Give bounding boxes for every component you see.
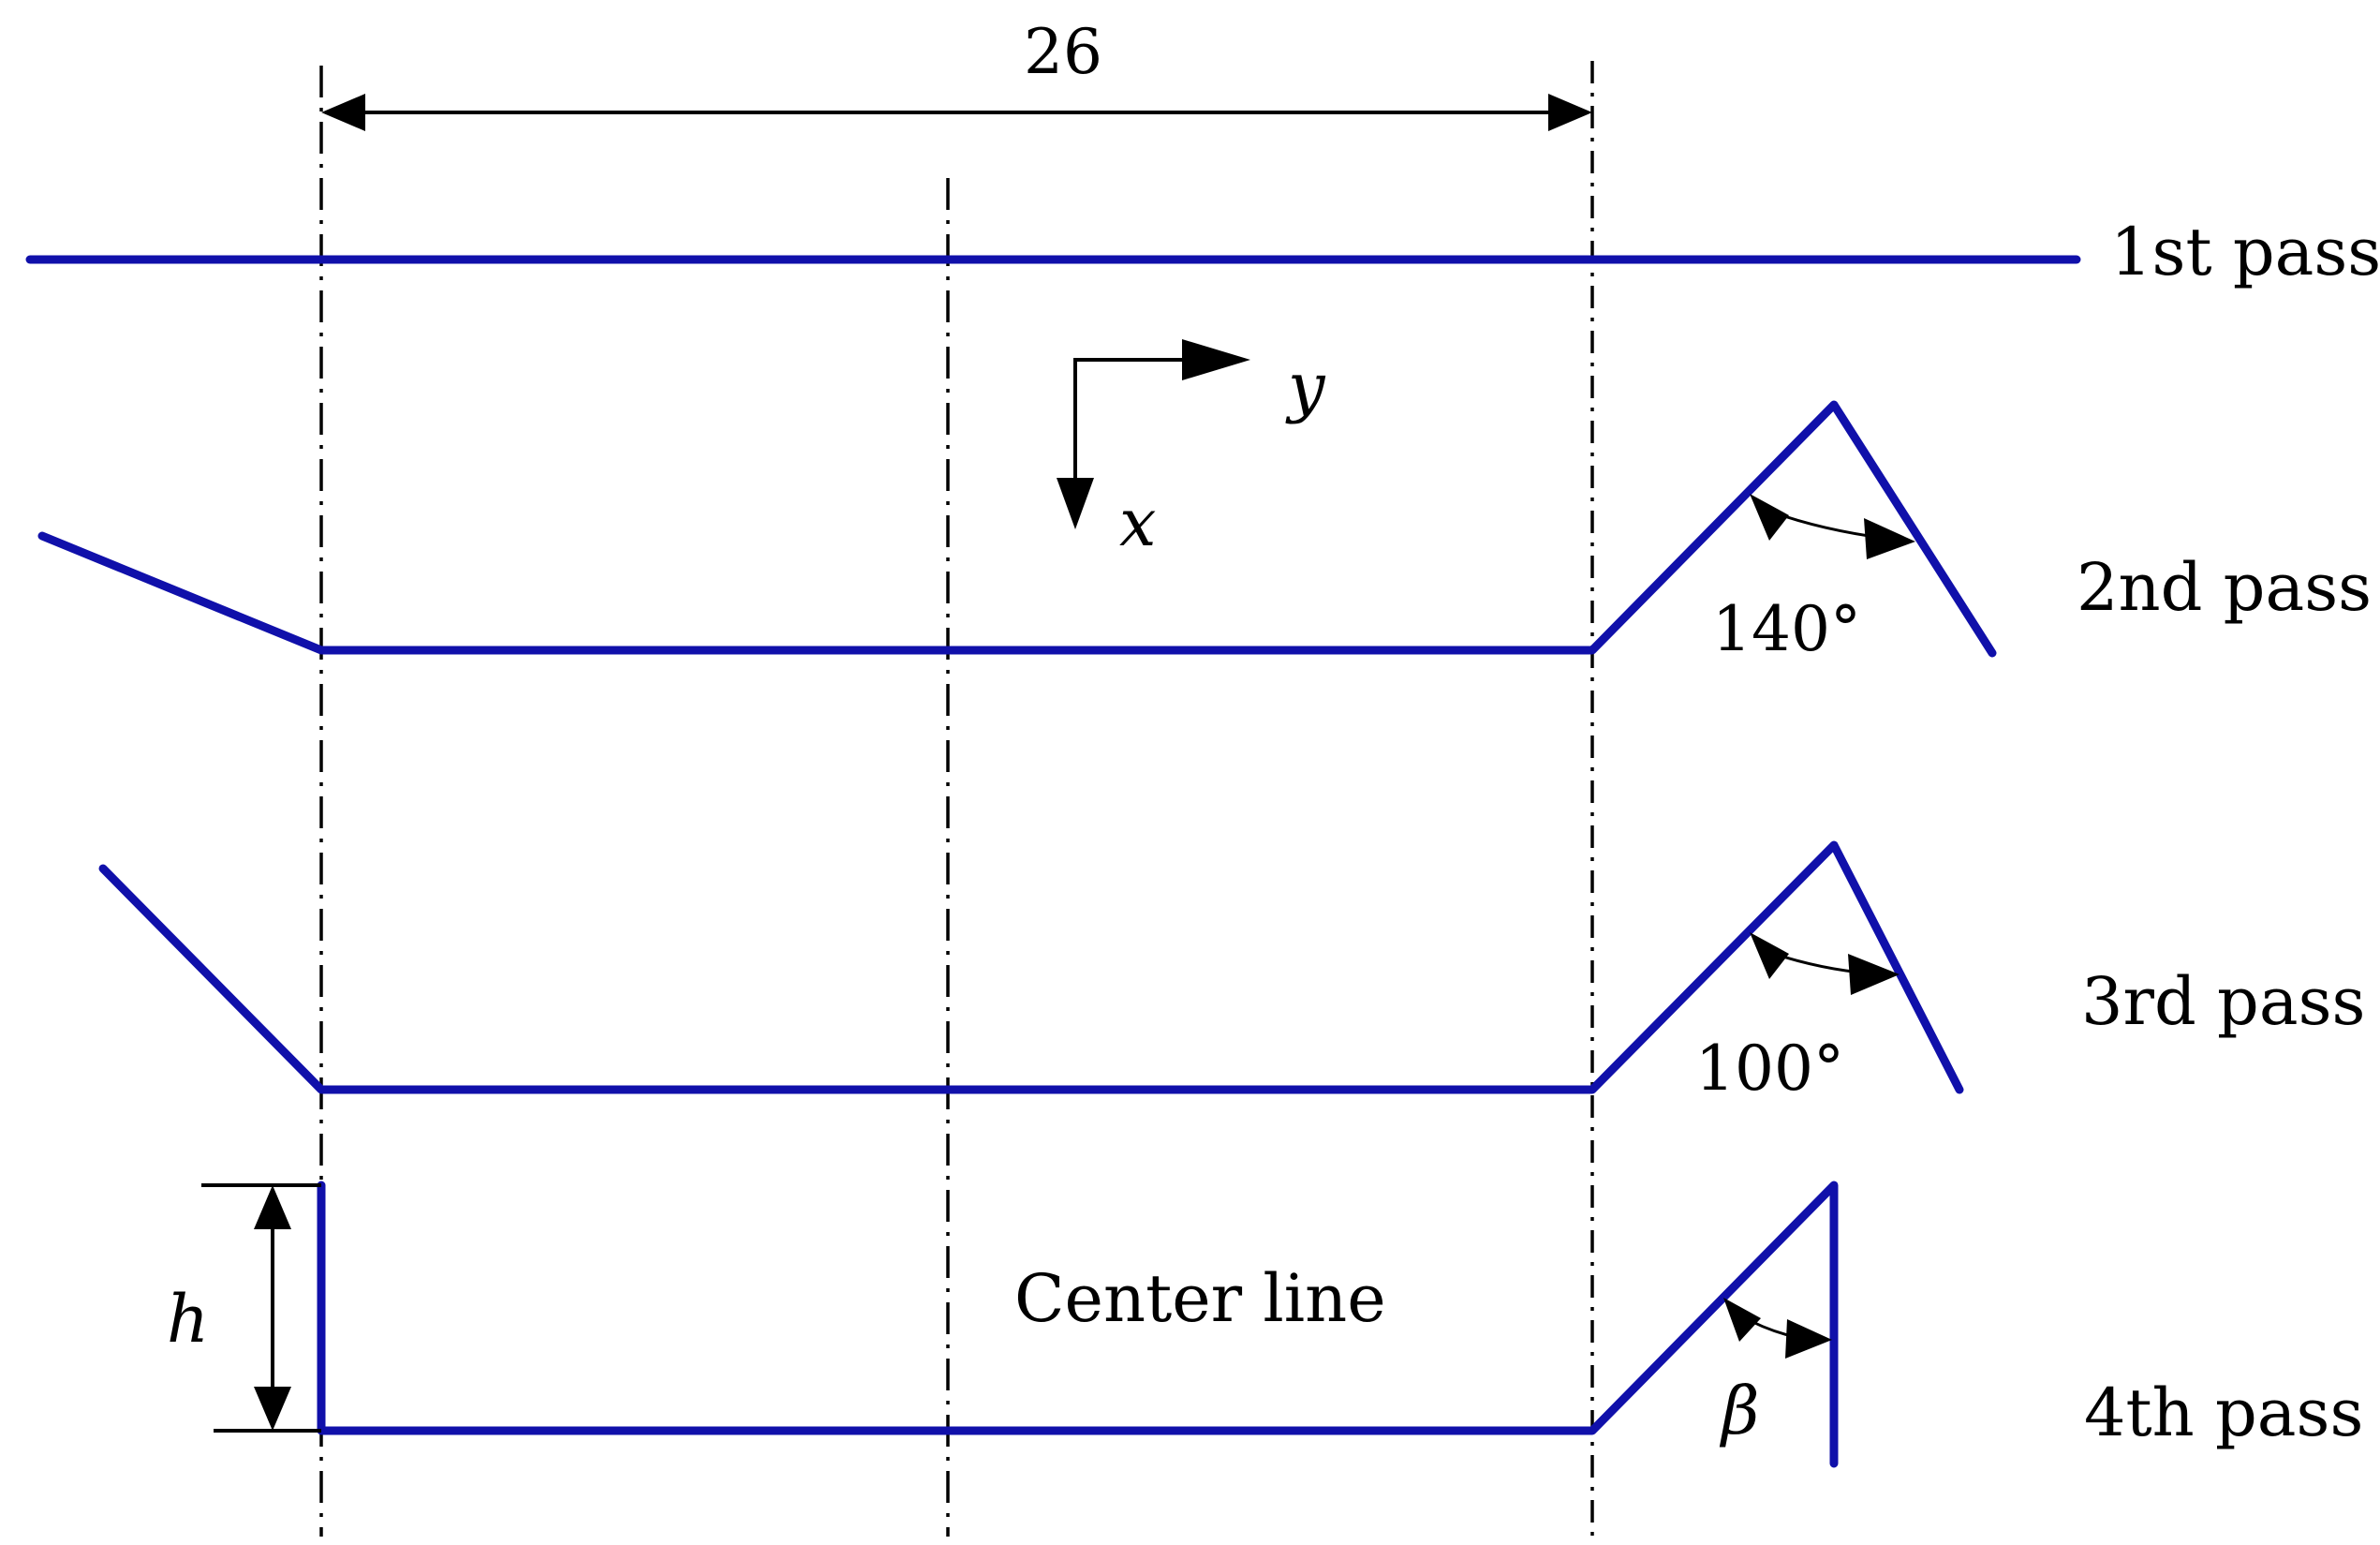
height-dimension: h (167, 1183, 321, 1433)
pass-3-profile: 100° 3rd pass (98, 840, 2365, 1105)
y-axis-label: y (1285, 349, 1326, 425)
height-dimension-label: h (167, 1281, 209, 1358)
pass-2-angle-label: 140° (1712, 593, 1861, 665)
pass-2-profile: 140° 2nd pass (37, 400, 2372, 665)
width-dimension-label: 26 (1024, 16, 1102, 88)
coordinate-axes: y x (1057, 339, 1326, 561)
pass-1-profile: 1st pass (25, 214, 2380, 290)
x-axis-arrowhead (1057, 478, 1094, 529)
pass-3-angle-label: 100° (1695, 1032, 1844, 1105)
pass-4-profile: β 4th pass (317, 1181, 2363, 1468)
pass-4-angle-label: β (1719, 1373, 1759, 1449)
pass-4-label: 4th pass (2084, 1374, 2363, 1451)
pass-2-label: 2nd pass (2077, 549, 2372, 626)
width-dimension: 26 (321, 16, 1592, 131)
pass-3-label: 3rd pass (2081, 963, 2365, 1040)
y-axis-arrowhead (1182, 339, 1250, 380)
pass-1-label: 1st pass (2110, 214, 2380, 290)
center-line-label: Center line (1014, 1260, 1386, 1337)
x-axis-label: x (1119, 484, 1156, 561)
